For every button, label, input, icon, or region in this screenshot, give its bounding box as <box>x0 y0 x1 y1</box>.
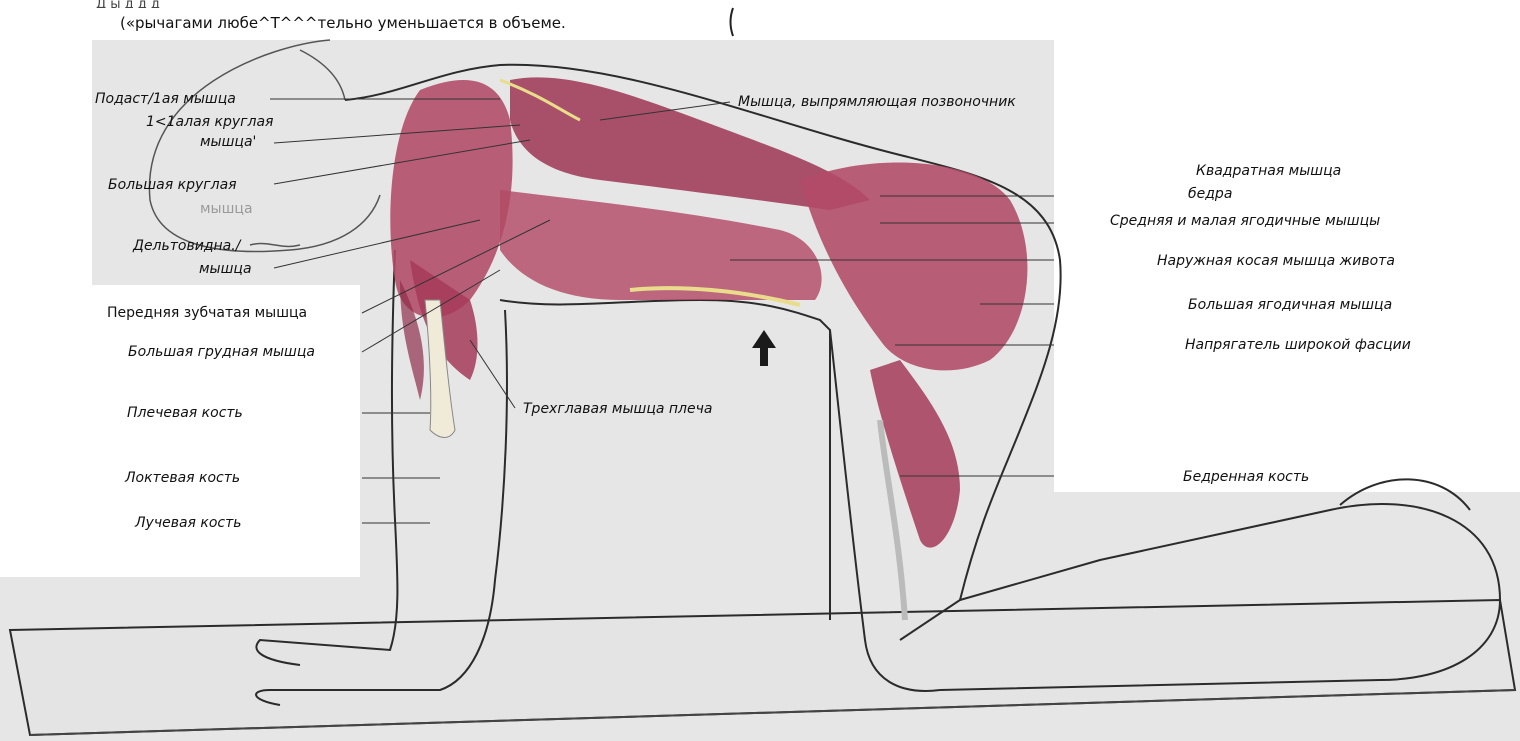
label-teres-major-line2: мышца <box>200 201 253 217</box>
label-femur: Бедренная кость <box>1183 469 1309 485</box>
label-ulna: Локтевая кость <box>125 470 240 486</box>
label-pectoralis-major: Большая грудная мышца <box>128 344 315 360</box>
label-triceps: Трехглавая мышца плеча <box>523 401 712 417</box>
label-teres-minor-line1: 1<1алая круглая <box>146 114 273 130</box>
label-quadratus-line1: Квадратная мышца <box>1196 163 1341 179</box>
label-quadratus-line2: бедра <box>1188 186 1232 202</box>
label-teres-major-line1: Большая круглая <box>108 177 237 193</box>
label-gluteus-medius: Средняя и малая ягодичные мышцы <box>1110 213 1380 229</box>
label-deltoid-line2: мышца <box>199 261 252 277</box>
label-gluteus-maximus: Большая ягодичная мышца <box>1188 297 1392 313</box>
label-radius: Лучевая кость <box>135 515 242 531</box>
label-deltoid-line1: Дельтовидна./ <box>133 238 240 254</box>
label-teres-minor-line2: мышца' <box>200 134 256 150</box>
label-infraspinatus: Подаст/1ая мышца <box>95 91 236 107</box>
label-erector-spinae: Мышца, выпрямляющая позвоночник <box>738 94 1016 110</box>
label-humerus: Плечевая кость <box>127 405 243 421</box>
label-external-oblique: Наружная косая мышца живота <box>1157 253 1395 269</box>
label-serratus-anterior: Передняя зубчатая мышца <box>107 305 307 321</box>
label-tensor-fasciae: Напрягатель широкой фасции <box>1185 337 1411 353</box>
